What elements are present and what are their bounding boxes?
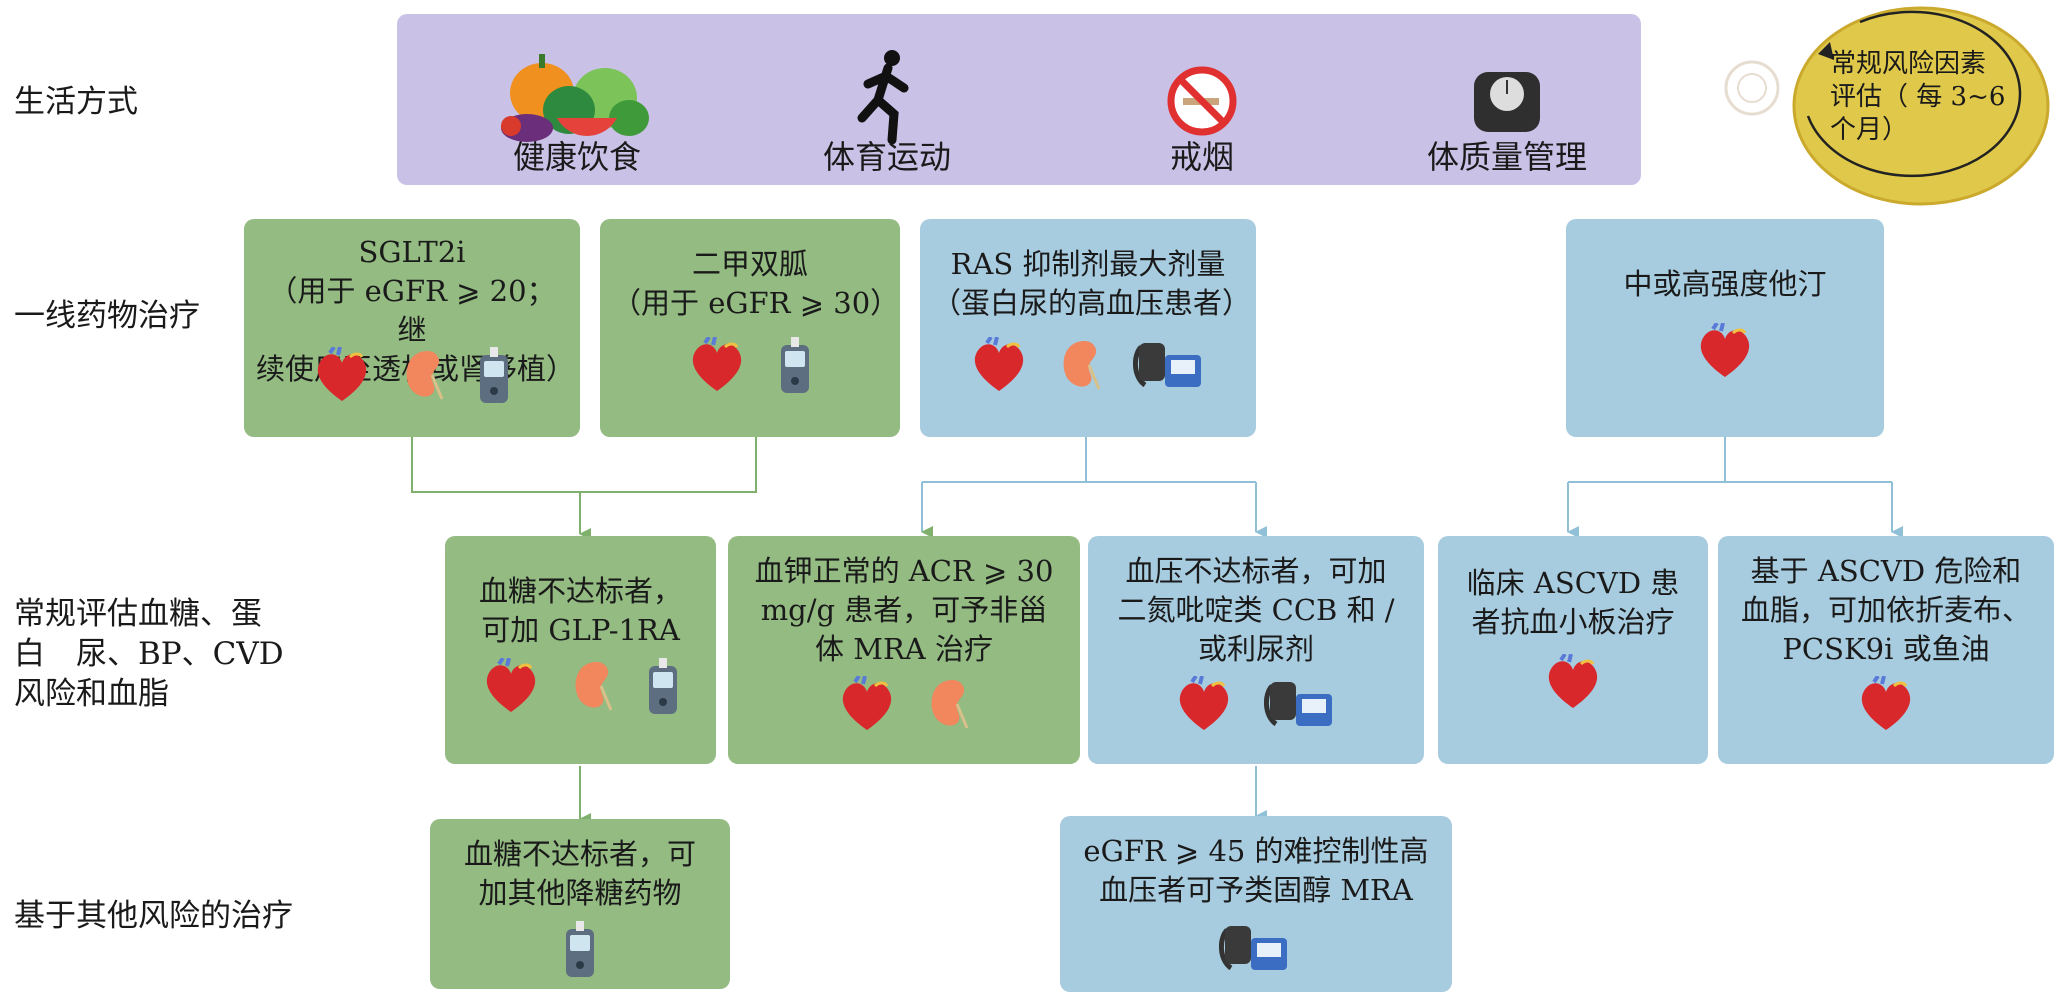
watermark-seal-icon bbox=[1724, 60, 1780, 116]
bp-monitor-icon bbox=[1219, 926, 1287, 971]
ras-icon-row bbox=[920, 337, 1256, 395]
nonsteroidal-mra-box: 血钾正常的 ACR ⩾ 30 mg/g 患者，可予非甾 体 MRA 治疗 bbox=[728, 536, 1080, 764]
steroidal-mra-box: eGFR ⩾ 45 的难控制性高 血压者可予类固醇 MRA bbox=[1060, 816, 1452, 992]
heart-icon bbox=[842, 676, 892, 730]
ccb-diuretic-text: 血压不达标者，可加 二氮吡啶类 CCB 和 / 或利尿剂 bbox=[1117, 554, 1395, 666]
vegetables-icon bbox=[501, 54, 649, 142]
lifestyle-item-diet: 健康饮食 bbox=[467, 14, 687, 185]
kidney-icon bbox=[406, 351, 444, 400]
running-icon bbox=[857, 50, 909, 145]
scale-icon bbox=[1474, 72, 1540, 132]
glp1ra-text: 血糖不达标者， 可加 GLP-1RA bbox=[478, 574, 682, 647]
row-label-lifestyle: 生活方式 bbox=[14, 84, 138, 120]
heart-icon bbox=[1700, 323, 1750, 377]
steroidal-mra-text: eGFR ⩾ 45 的难控制性高 血压者可予类固醇 MRA bbox=[1083, 834, 1429, 907]
glucometer-icon bbox=[566, 921, 594, 977]
steroidal-mra-icon-row bbox=[1060, 920, 1452, 976]
assessment-ellipse: 常规风险因素 评估（ 每 3~6 个月） bbox=[1790, 4, 2052, 208]
heart-icon bbox=[317, 347, 367, 401]
row-label-other: 基于其他风险的治疗 bbox=[14, 898, 293, 934]
lifestyle-label-weight: 体质量管理 bbox=[1426, 138, 1587, 176]
other-glucose-icon-row bbox=[430, 921, 730, 979]
kidney-icon bbox=[575, 662, 612, 711]
statin-text: 中或高强度他汀 bbox=[1623, 267, 1827, 301]
sglt2-icon-row bbox=[244, 347, 580, 405]
glucometer-icon bbox=[781, 337, 809, 393]
row-label-routine: 常规评估血糖、蛋 白 尿、BP、CVD 风险和血脂 bbox=[14, 596, 284, 712]
statin-box: 中或高强度他汀 bbox=[1566, 219, 1884, 437]
kidney-icon bbox=[931, 680, 969, 729]
metformin-icon-row bbox=[600, 337, 900, 395]
heart-icon bbox=[692, 337, 742, 391]
lifestyle-item-weight: 体质量管理 bbox=[1397, 14, 1617, 185]
lifestyle-label-exercise: 体育运动 bbox=[822, 138, 951, 176]
ccb-diuretic-box: 血压不达标者，可加 二氮吡啶类 CCB 和 / 或利尿剂 bbox=[1088, 536, 1424, 764]
other-glucose-lowering-box: 血糖不达标者，可 加其他降糖药物 bbox=[430, 819, 730, 989]
ras-inhibitor-box: RAS 抑制剂最大剂量 （蛋白尿的高血压患者） bbox=[920, 219, 1256, 437]
lifestyle-banner: 健康饮食 体育运动 戒烟 体质量管理 bbox=[397, 14, 1641, 185]
lipid-lowering-text: 基于 ASCVD 危险和 血脂，可加依折麦布、 PCSK9i 或鱼油 bbox=[1740, 554, 2031, 666]
metformin-text: 二甲双胍 （用于 eGFR ⩾ 30） bbox=[612, 247, 900, 320]
ccb-icon-row bbox=[1088, 676, 1424, 734]
glucometer-icon bbox=[480, 347, 508, 403]
no-smoking-icon bbox=[1167, 66, 1237, 136]
ras-inhibitor-text: RAS 抑制剂最大剂量 （蛋白尿的高血压患者） bbox=[932, 247, 1252, 320]
heart-icon bbox=[974, 337, 1024, 391]
other-glucose-lowering-text: 血糖不达标者，可 加其他降糖药物 bbox=[463, 837, 696, 910]
statin-icon-row bbox=[1566, 323, 1884, 381]
cycle-arrow-icon bbox=[1806, 10, 2022, 178]
lifestyle-item-exercise: 体育运动 bbox=[777, 14, 997, 185]
metformin-box: 二甲双胍 （用于 eGFR ⩾ 30） bbox=[600, 219, 900, 437]
antiplatelet-icon-row bbox=[1438, 654, 1708, 712]
lifestyle-label-diet: 健康饮食 bbox=[512, 138, 641, 176]
lipid-lowering-box: 基于 ASCVD 危险和 血脂，可加依折麦布、 PCSK9i 或鱼油 bbox=[1718, 536, 2054, 764]
heart-icon bbox=[1548, 654, 1598, 708]
sglt2i-box: SGLT2i （用于 eGFR ⩾ 20；继 续使用至透析或肾移植） bbox=[244, 219, 580, 437]
heart-icon bbox=[486, 658, 535, 712]
heart-icon bbox=[1861, 676, 1911, 730]
row-label-first-line: 一线药物治疗 bbox=[14, 298, 200, 334]
glucometer-icon bbox=[648, 658, 677, 714]
heart-icon bbox=[1179, 676, 1229, 730]
kidney-icon bbox=[1063, 341, 1101, 390]
glp1ra-box: 血糖不达标者， 可加 GLP-1RA bbox=[445, 536, 716, 764]
antiplatelet-box: 临床 ASCVD 患 者抗血小板治疗 bbox=[1438, 536, 1708, 764]
bp-monitor-icon bbox=[1133, 343, 1201, 388]
lifestyle-item-no-smoking: 戒烟 bbox=[1102, 14, 1302, 185]
mra-icon-row bbox=[728, 676, 1080, 734]
lifestyle-label-no-smoking: 戒烟 bbox=[1169, 138, 1234, 176]
assessment-text: 常规风险因素 评估（ 每 3~6 个月） bbox=[1830, 49, 2006, 145]
glp1-icon-row bbox=[445, 658, 716, 716]
antiplatelet-text: 临床 ASCVD 患 者抗血小板治疗 bbox=[1466, 566, 1680, 639]
nonsteroidal-mra-text: 血钾正常的 ACR ⩾ 30 mg/g 患者，可予非甾 体 MRA 治疗 bbox=[754, 554, 1054, 666]
lipid-icon-row bbox=[1718, 676, 2054, 734]
bp-monitor-icon bbox=[1264, 682, 1332, 727]
